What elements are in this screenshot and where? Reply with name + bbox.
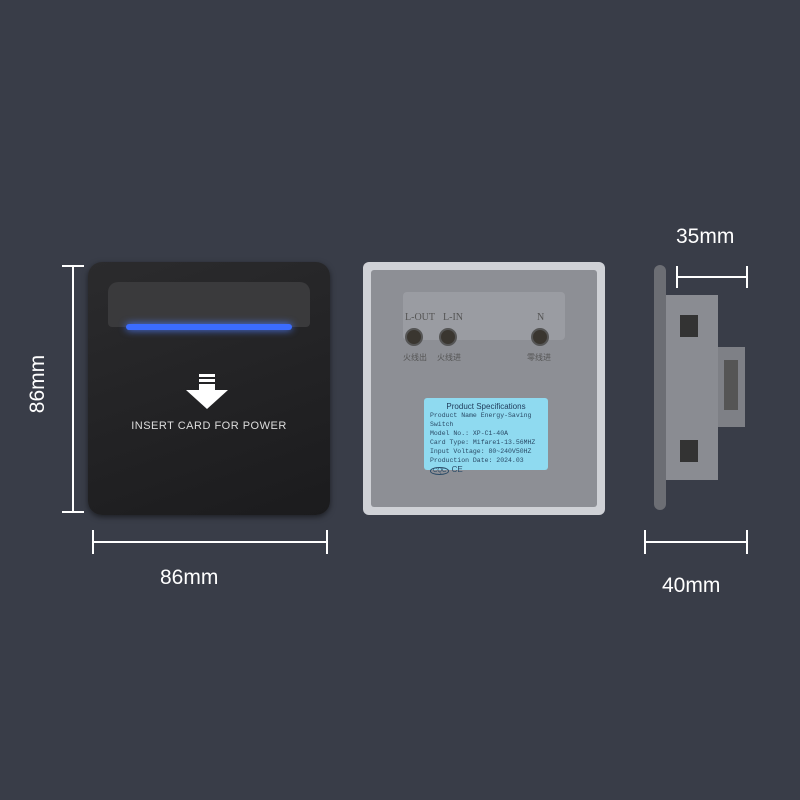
- width-dim-line: [92, 541, 328, 543]
- cqc-mark: CQC: [430, 467, 450, 475]
- terminal-label: L-OUT: [405, 312, 435, 323]
- down-arrow-icon: [186, 374, 228, 409]
- terminal-label: L-IN: [443, 312, 463, 323]
- terminal-cn-label: 火线出: [403, 353, 427, 362]
- dim-tick: [326, 530, 328, 554]
- dim-tick: [644, 530, 646, 554]
- dim-tick: [62, 265, 84, 267]
- terminal-screw: [405, 328, 423, 346]
- spec-line: Input Voltage: 80~240V50HZ: [430, 448, 532, 455]
- terminal-cn-label: 零线进: [527, 353, 551, 362]
- spec-line: Product Name Energy-Saving Switch: [430, 412, 532, 428]
- spec-title: Product Specifications: [446, 402, 526, 411]
- ce-mark: CE: [451, 465, 463, 474]
- terminal-screw: [531, 328, 549, 346]
- front-panel: INSERT CARD FOR POWER: [88, 262, 330, 515]
- spec-line: Card Type: Mifare1-13.56MHZ: [430, 439, 536, 446]
- terminal-screw: [439, 328, 457, 346]
- depth-top-dim-line: [676, 276, 748, 278]
- spec-line: Production Date: 2024.03: [430, 457, 524, 464]
- spec-line: Model No.: XP-C1-40A: [430, 430, 509, 437]
- dim-tick: [746, 266, 748, 288]
- terminal-cn-label: 火线进: [437, 353, 461, 362]
- dim-tick: [746, 530, 748, 554]
- card-slot[interactable]: [108, 282, 310, 327]
- spec-label: Product Specifications Product Name Ener…: [424, 398, 548, 475]
- back-housing: L-OUT L-IN N 火线出 火线进 零线进 Product Specifi…: [371, 270, 597, 507]
- depth-top-label: 35mm: [676, 225, 735, 248]
- width-label: 86mm: [160, 566, 219, 589]
- dim-tick: [92, 530, 94, 554]
- dim-tick: [676, 266, 678, 288]
- back-panel: L-OUT L-IN N 火线出 火线进 零线进 Product Specifi…: [363, 262, 605, 515]
- dim-tick: [62, 511, 84, 513]
- terminal-label: N: [537, 312, 545, 323]
- led-indicator: [126, 324, 292, 330]
- side-view: [654, 265, 745, 510]
- height-label: 86mm: [26, 354, 49, 414]
- insert-card-text: INSERT CARD FOR POWER: [131, 420, 287, 432]
- height-dim-line: [72, 265, 74, 513]
- depth-bottom-dim-line: [644, 541, 748, 543]
- depth-bottom-label: 40mm: [662, 574, 721, 597]
